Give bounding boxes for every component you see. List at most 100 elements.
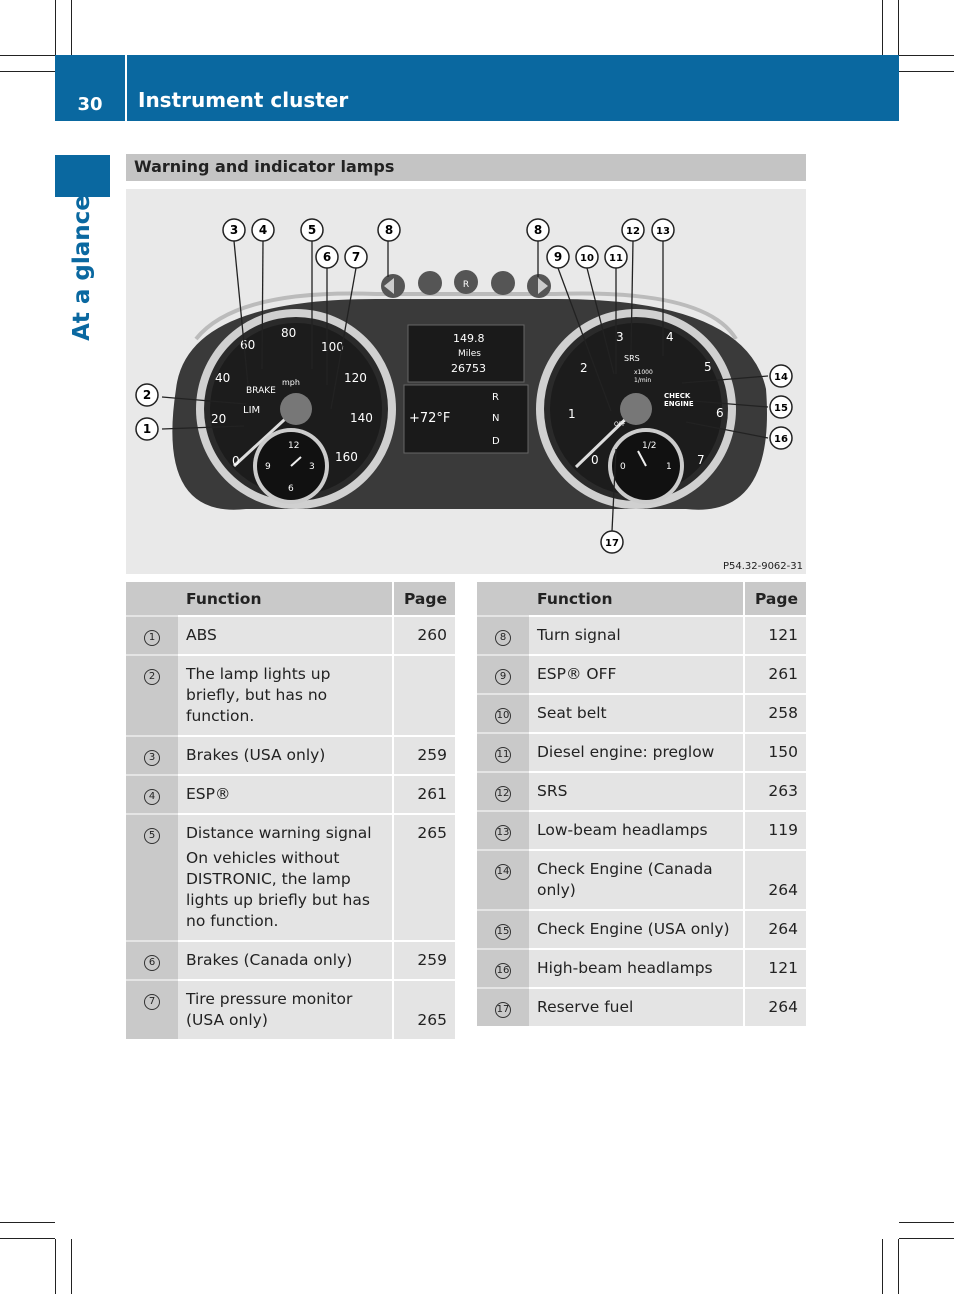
svg-text:3: 3 [616,330,624,344]
table-row: 16 High-beam headlamps 121 [477,948,806,988]
row-number: 17 [495,1002,511,1018]
svg-text:mph: mph [282,378,300,387]
table-row: 3 Brakes (USA only) 259 [126,735,455,775]
row-function: ESP® OFF [529,654,744,694]
row-page: 121 [743,615,806,655]
svg-text:3: 3 [230,223,238,237]
crop-mark [899,1222,954,1223]
page-header: Page [392,582,455,616]
crop-mark [899,1238,954,1239]
svg-text:1: 1 [568,407,576,421]
svg-text:160: 160 [335,450,358,464]
table-row: 17 Reserve fuel 264 [477,987,806,1026]
crop-mark [882,0,883,55]
svg-text:BRAKE: BRAKE [246,386,276,396]
svg-text:80: 80 [281,326,296,340]
row-number: 2 [144,669,160,685]
table-header-row: Function Page [126,582,455,616]
svg-text:13: 13 [656,226,670,237]
svg-text:9: 9 [554,250,562,264]
crop-mark [899,55,954,56]
svg-text:26753: 26753 [451,362,486,375]
row-function: Low-beam headlamps [529,810,744,850]
row-page: 261 [392,774,455,814]
table-row: 2 The lamp lights up briefly, but has no… [126,654,455,736]
crop-mark [55,0,56,55]
section-title: Warning and indicator lamps [126,154,806,181]
crop-mark [898,0,899,55]
row-note: On vehicles without DISTRONIC, the lamp … [186,849,370,930]
svg-text:4: 4 [259,223,267,237]
svg-text:14: 14 [774,372,788,383]
svg-text:12: 12 [626,226,640,237]
page-number: 30 [77,93,103,115]
table-row: 4 ESP® 261 [126,774,455,814]
row-function: Brakes (USA only) [178,735,393,775]
header-divider [125,55,127,121]
row-function: High-beam headlamps [529,948,744,988]
svg-text:2: 2 [580,361,588,375]
svg-text:5: 5 [308,223,316,237]
table-row: 11 Diesel engine: preglow 150 [477,732,806,772]
svg-text:17: 17 [605,538,619,549]
table-row: 13 Low-beam headlamps 119 [477,810,806,850]
crop-mark [0,55,55,56]
row-function: Brakes (Canada only) [178,940,393,980]
row-page: 260 [392,615,455,655]
side-tab-marker [55,155,110,197]
row-number: 9 [495,669,511,685]
svg-text:6: 6 [323,250,331,264]
crop-mark [55,1239,56,1294]
svg-text:1/2: 1/2 [642,441,656,451]
row-number: 11 [495,747,511,763]
row-function: The lamp lights up briefly, but has no f… [178,654,393,736]
svg-text:20: 20 [211,412,226,426]
table-row: 9 ESP® OFF 261 [477,654,806,694]
row-number: 15 [495,924,511,940]
num-header [477,582,529,616]
svg-text:D: D [492,436,500,447]
svg-text:SRS: SRS [624,354,640,363]
svg-text:10: 10 [580,253,594,264]
row-function: Tire pressure monitor (USA only) [178,979,393,1039]
svg-text:3: 3 [309,462,315,472]
svg-text:7: 7 [697,453,705,467]
crop-mark [899,71,954,72]
svg-text:40: 40 [215,371,230,385]
lamp-table-left: Function Page 1 ABS 260 2 The lamp light… [126,582,455,1039]
svg-text:R: R [492,392,499,403]
row-page: 264 [743,849,806,910]
row-page: 265 [392,813,455,941]
table-row: 10 Seat belt 258 [477,693,806,733]
side-tab-label: At a glance [69,195,95,341]
crop-mark [882,1239,883,1294]
row-number: 4 [144,789,160,805]
row-page: 265 [392,979,455,1039]
svg-text:8: 8 [385,223,393,237]
svg-text:12: 12 [288,441,299,451]
svg-text:11: 11 [609,253,623,264]
page-header: Page [743,582,806,616]
figure-code: P54.32-9062-31 [723,561,803,572]
crop-mark [0,71,55,72]
svg-text:5: 5 [704,360,712,374]
svg-text:16: 16 [774,434,788,445]
svg-text:R: R [463,280,469,290]
row-number: 8 [495,630,511,646]
row-function: Turn signal [529,615,744,655]
svg-text:0: 0 [591,453,599,467]
row-page: 121 [743,948,806,988]
row-page: 264 [743,909,806,949]
svg-text:8: 8 [534,223,542,237]
svg-text:N: N [492,413,499,424]
row-number: 6 [144,955,160,971]
svg-text:Miles: Miles [458,349,481,359]
crop-mark [0,1238,55,1239]
function-header: Function [178,582,393,616]
svg-text:15: 15 [774,403,788,414]
row-page: 258 [743,693,806,733]
row-number: 10 [495,708,511,724]
svg-text:120: 120 [344,371,367,385]
svg-text:1: 1 [666,462,672,472]
row-number: 16 [495,963,511,979]
